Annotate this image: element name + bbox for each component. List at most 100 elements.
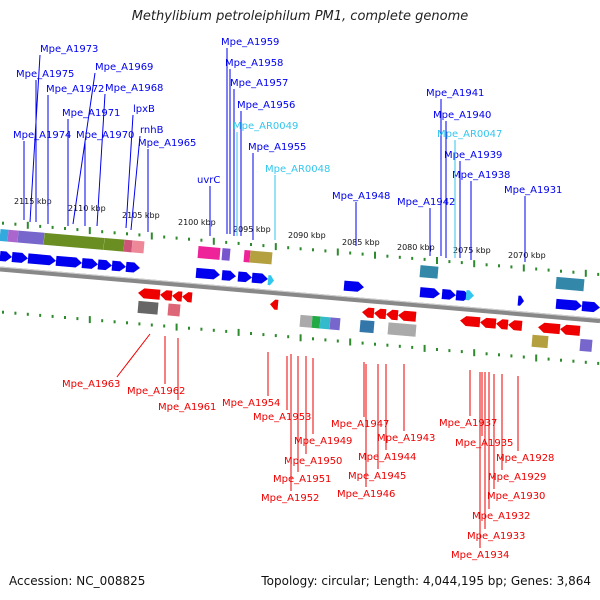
outer-tick [572, 270, 575, 274]
plus-gene-label: Mpe_A1965 [138, 138, 196, 149]
outer-tick [225, 240, 228, 244]
inner-function-block [579, 338, 593, 352]
minus-gene-label: Mpe_A1961 [158, 402, 216, 413]
outer-tick [510, 265, 513, 269]
plus-gene-arrow [441, 289, 456, 300]
kbp-tick-label: 2115 kbp [14, 197, 52, 206]
kbp-tick-label: 2085 kbp [342, 238, 380, 247]
inner-tick [188, 326, 190, 330]
inner-function-block [387, 322, 417, 337]
plus-gene-label: Mpe_A1969 [95, 62, 153, 73]
inner-tick [274, 334, 277, 338]
outer-tick [498, 264, 500, 268]
plus-gene-label: Mpe_A1974 [13, 130, 71, 141]
inner-tick [39, 313, 42, 317]
leader-line [130, 135, 141, 231]
inner-tick [448, 349, 451, 353]
outer-tick [287, 246, 290, 250]
minus-gene-arrow [480, 317, 497, 329]
plus-gene-arrow [81, 258, 98, 269]
minus-gene-arrow [560, 324, 581, 336]
inner-function-block [137, 300, 159, 315]
minus-gene-arrow [160, 290, 173, 301]
plus-gene-label: uvrC [197, 175, 220, 186]
outer-tick [150, 232, 153, 240]
outer-tick [460, 261, 463, 265]
minus-gene-label: Mpe_A1944 [358, 452, 416, 463]
minus-gene-label: Mpe_A1954 [222, 398, 280, 409]
outer-function-block [43, 232, 105, 250]
outer-tick [336, 248, 339, 256]
plus-gene-label: Mpe_A1939 [444, 150, 502, 161]
plus-gene-label: Mpe_A1957 [230, 78, 288, 89]
outer-tick [423, 257, 426, 261]
inner-tick [560, 358, 562, 362]
rna-gene-arrow [465, 290, 474, 301]
leader-line [125, 114, 134, 229]
inner-tick [572, 359, 575, 363]
kbp-tick-label: 2075 kbp [453, 246, 491, 255]
outer-tick [411, 256, 414, 260]
outer-function-block [419, 265, 439, 279]
plus-gene-arrow [111, 260, 126, 272]
inner-tick [436, 348, 438, 351]
rna-gene-label: Mpe_AR0048 [265, 164, 330, 175]
rna-gene-label: Mpe_AR0047 [437, 129, 502, 140]
outer-tick [113, 231, 116, 235]
minus-gene-arrow [374, 308, 387, 320]
outer-tick [200, 238, 203, 242]
outer-tick [2, 221, 4, 225]
inner-tick [473, 349, 476, 357]
inner-tick [423, 344, 426, 352]
outer-function-block [249, 250, 273, 265]
inner-tick [126, 321, 128, 325]
inner-function-block [311, 315, 321, 329]
minus-gene-label: Mpe_A1945 [348, 471, 406, 482]
minus-gene-label: Mpe_A1962 [127, 386, 185, 397]
inner-tick [498, 353, 500, 357]
outer-function-block [197, 246, 221, 260]
inner-tick [547, 357, 550, 361]
plus-gene-label: Mpe_A1975 [16, 69, 74, 80]
inner-tick [150, 323, 153, 327]
plus-gene-label: rnhB [140, 125, 164, 136]
minus-gene-arrow [362, 307, 375, 319]
plus-gene-arrow [11, 252, 28, 263]
outer-tick [39, 224, 42, 228]
minus-gene-label: Mpe_A1943 [377, 433, 435, 444]
kbp-tick-label: 2070 kbp [508, 251, 546, 260]
map-title: Methylibium petroleiphilum PM1, complete… [131, 9, 469, 24]
kbp-tick-label: 2110 kbp [68, 204, 106, 213]
plus-gene-label: Mpe_A1941 [426, 88, 484, 99]
inner-tick [584, 360, 587, 364]
inner-tick [485, 352, 488, 356]
genome-backbone-highlight [0, 266, 600, 320]
outer-tick [448, 260, 451, 264]
inner-tick [175, 323, 178, 331]
minus-gene-label: Mpe_A1933 [467, 531, 525, 542]
plus-gene-label: Mpe_A1959 [221, 37, 279, 48]
minus-gene-label: Mpe_A1934 [451, 550, 509, 561]
inner-function-block [167, 303, 181, 317]
minus-gene-label: Mpe_A1952 [261, 493, 319, 504]
inner-tick [138, 322, 141, 326]
kbp-tick-label: 2090 kbp [288, 231, 326, 240]
outer-tick [349, 251, 352, 255]
outer-tick [237, 241, 240, 245]
inner-tick [398, 344, 401, 348]
leader-line [72, 72, 96, 225]
outer-tick [535, 267, 538, 271]
rna-gene-label: Mpe_AR0049 [233, 121, 298, 132]
inner-tick [225, 329, 228, 333]
plus-gene-label: Mpe_A1942 [397, 197, 455, 208]
minus-gene-label: Mpe_A1953 [253, 412, 311, 423]
minus-gene-arrow [398, 310, 417, 322]
inner-tick [250, 332, 252, 335]
plus-gene-arrow [419, 287, 440, 299]
outer-tick [324, 249, 327, 253]
outer-tick [386, 254, 389, 258]
plus-gene-label: Mpe_A1973 [40, 44, 98, 55]
kbp-tick-label: 2095 kbp [233, 225, 271, 234]
